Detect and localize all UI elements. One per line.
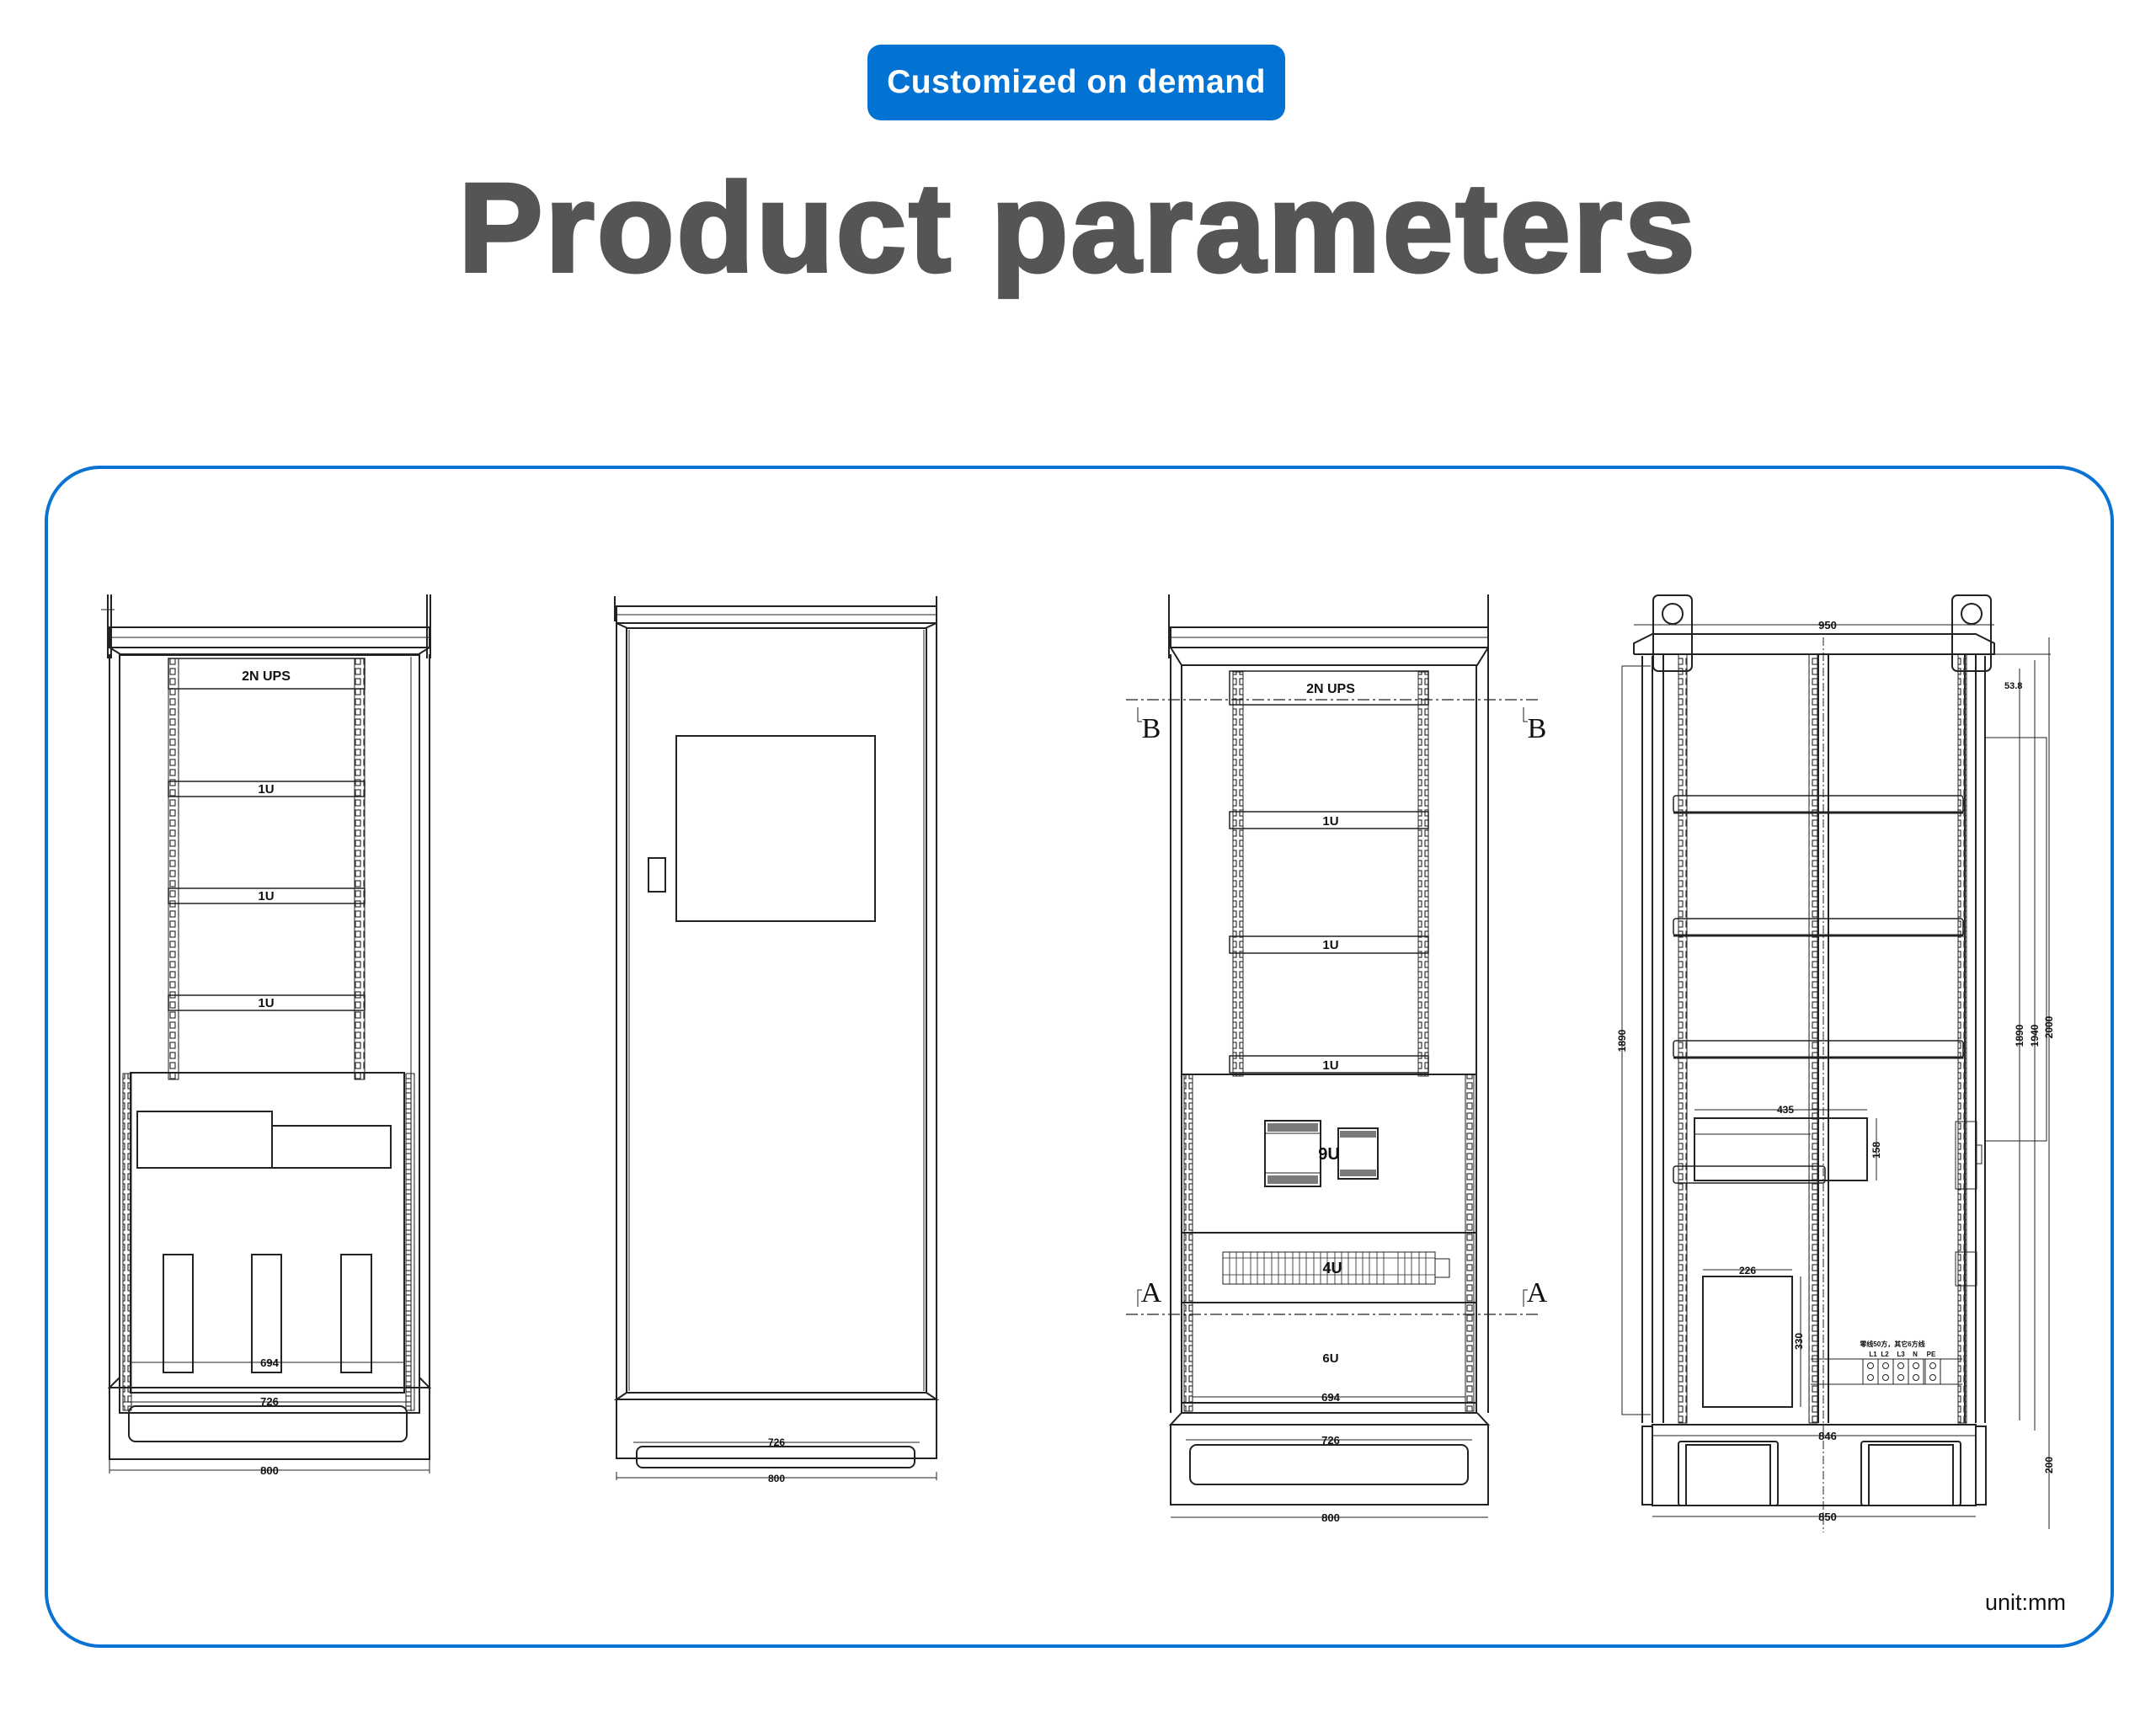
svg-text:N: N — [1913, 1351, 1918, 1358]
svg-text:B: B — [1142, 713, 1161, 744]
svg-text:694: 694 — [1321, 1391, 1340, 1404]
svg-text:L2: L2 — [1881, 1351, 1889, 1358]
svg-text:200: 200 — [2043, 1457, 2055, 1474]
svg-text:850: 850 — [1818, 1511, 1837, 1523]
svg-text:2000: 2000 — [2043, 1015, 2055, 1038]
page-title: Product parameters — [456, 157, 1698, 298]
svg-text:846: 846 — [1818, 1430, 1837, 1442]
svg-text:800: 800 — [1321, 1511, 1340, 1524]
svg-text:158: 158 — [1870, 1142, 1882, 1159]
svg-text:L1: L1 — [1869, 1351, 1877, 1358]
svg-text:1890: 1890 — [2014, 1024, 2025, 1047]
svg-text:1U: 1U — [258, 889, 274, 903]
svg-text:1940: 1940 — [2029, 1024, 2041, 1047]
svg-text:1U: 1U — [1322, 938, 1338, 952]
drawing-front-open: 2N UPS 1U 1U 1U 694 726 800 — [101, 594, 432, 1477]
svg-text:2N UPS: 2N UPS — [1306, 682, 1355, 696]
svg-text:PE: PE — [1927, 1351, 1936, 1358]
svg-text:1U: 1U — [1322, 1058, 1338, 1073]
svg-text:1U: 1U — [258, 782, 274, 797]
svg-text:330: 330 — [1793, 1333, 1805, 1350]
svg-text:694: 694 — [260, 1356, 279, 1369]
svg-text:L3: L3 — [1897, 1351, 1905, 1358]
svg-text:800: 800 — [260, 1464, 279, 1477]
drawing-side-view: 950 435 158 — [1616, 594, 2055, 1532]
svg-text:726: 726 — [1321, 1434, 1340, 1447]
svg-text:B: B — [1528, 713, 1547, 744]
svg-text:1890: 1890 — [1616, 1029, 1628, 1052]
svg-text:6U: 6U — [1322, 1351, 1338, 1366]
svg-text:950: 950 — [1818, 619, 1837, 632]
drawing-front-sections: 2N UPS 1U 1U 1U 9U — [1126, 594, 1548, 1524]
svg-text:435: 435 — [1777, 1104, 1794, 1116]
customized-badge: Customized on demand — [867, 45, 1285, 120]
svg-text:726: 726 — [768, 1436, 785, 1448]
svg-text:226: 226 — [1739, 1265, 1756, 1276]
svg-text:9U: 9U — [1318, 1145, 1340, 1164]
drawing-frame — [45, 466, 2114, 1648]
svg-text:2N UPS: 2N UPS — [242, 669, 291, 684]
svg-text:1U: 1U — [1322, 814, 1338, 829]
svg-text:1U: 1U — [258, 996, 274, 1010]
svg-text:800: 800 — [768, 1473, 785, 1484]
svg-text:4U: 4U — [1322, 1260, 1342, 1276]
svg-text:53.8: 53.8 — [2004, 681, 2022, 691]
svg-text:A: A — [1141, 1277, 1162, 1308]
svg-text:A: A — [1527, 1277, 1548, 1308]
svg-text:726: 726 — [260, 1395, 279, 1408]
unit-label: unit:mm — [1985, 1590, 2067, 1615]
drawing-front-door: 726 800 — [613, 596, 940, 1484]
svg-text:零线50方，其它6方线: 零线50方，其它6方线 — [1859, 1340, 1924, 1348]
